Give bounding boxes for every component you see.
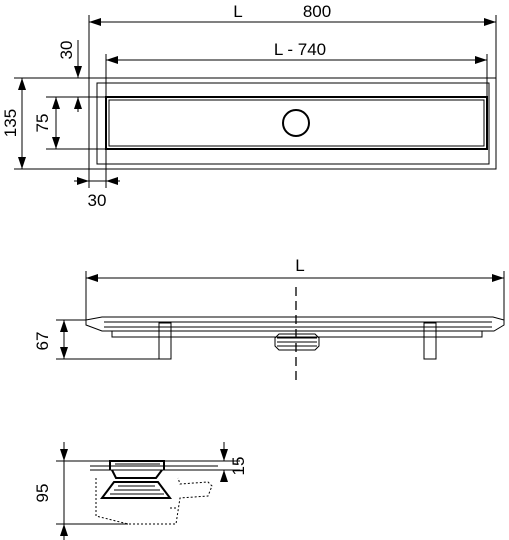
side-channel-body <box>111 330 483 338</box>
side-outlet <box>274 333 320 351</box>
top-margin-label: 30 <box>57 41 76 60</box>
channel-outline <box>88 77 497 170</box>
side-leg-left <box>158 322 172 360</box>
side-leg-right <box>423 322 437 360</box>
grate-inner <box>108 99 485 147</box>
top-view: L 800 L - 740 135 75 30 <box>1 2 497 210</box>
left-margin-label: 30 <box>88 191 107 210</box>
section-outlet-dotted <box>95 477 213 525</box>
grate-outline <box>105 96 488 150</box>
side-view: L 67 <box>33 256 505 384</box>
flange-inner-line <box>96 82 490 165</box>
section-height-label: 95 <box>33 484 52 503</box>
grate-height-label: 75 <box>33 114 52 133</box>
section-grate <box>109 460 165 470</box>
section-channel <box>100 481 172 499</box>
length-value: 800 <box>303 2 331 21</box>
grate-depth-label: 15 <box>229 457 248 476</box>
total-height-label: 135 <box>1 109 20 137</box>
inner-length-label: L - 740 <box>274 40 326 59</box>
outlet-circle <box>282 109 310 137</box>
side-height-label: 67 <box>33 332 52 351</box>
side-length-symbol: L <box>295 256 304 275</box>
side-plate-outline <box>85 316 505 332</box>
section-view: 15 95 <box>33 442 248 540</box>
length-symbol: L <box>233 2 242 21</box>
